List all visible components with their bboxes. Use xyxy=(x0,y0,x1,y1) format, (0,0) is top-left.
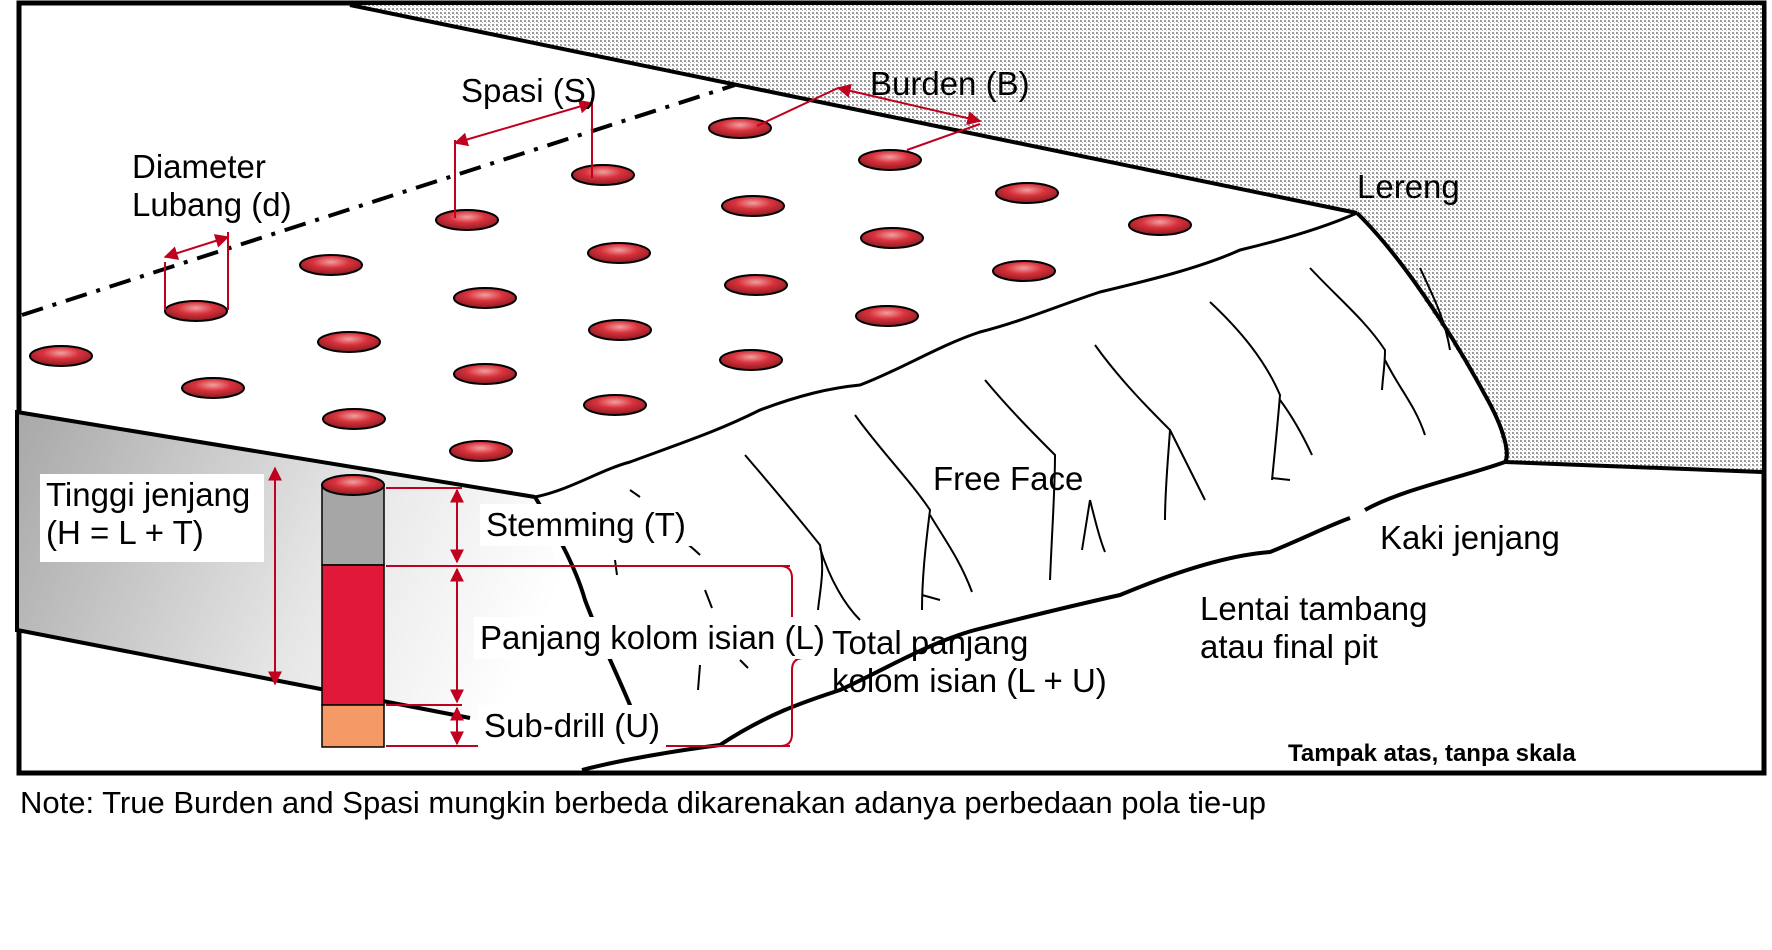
charge-section xyxy=(321,564,385,706)
stemming-section xyxy=(321,484,385,566)
blast-hole xyxy=(855,305,919,327)
blast-hole xyxy=(995,182,1059,204)
slope-crest-line xyxy=(1355,211,1763,474)
bench-bottom-edge xyxy=(16,628,471,720)
blast-hole xyxy=(858,149,922,171)
label-panjang-kolom: Panjang kolom isian (L) xyxy=(474,617,831,659)
blast-hole xyxy=(724,274,788,296)
blast-hole xyxy=(453,363,517,385)
dash-dot-line xyxy=(21,83,736,317)
blast-hole xyxy=(571,164,635,186)
label-tinggi-jenjang: Tinggi jenjang (H = L + T) xyxy=(40,474,264,562)
label-spasi: Spasi (S) xyxy=(461,72,597,109)
label-subdrill: Sub-drill (U) xyxy=(478,705,667,747)
blast-hole xyxy=(708,117,772,139)
slope-hatched-area xyxy=(350,5,1762,472)
blast-hole xyxy=(719,349,783,371)
blast-hole xyxy=(449,440,513,462)
dimension-lines xyxy=(163,84,982,310)
face-cracks xyxy=(614,267,1451,691)
blast-hole xyxy=(587,242,651,264)
blast-hole xyxy=(317,331,381,353)
label-lereng: Lereng xyxy=(1357,168,1460,205)
blast-hole xyxy=(992,260,1056,282)
free-face-outline xyxy=(534,211,1358,499)
blast-hole xyxy=(181,377,245,399)
blast-hole xyxy=(453,287,517,309)
blast-holes xyxy=(29,117,1192,462)
blast-hole xyxy=(29,345,93,367)
label-burden: Burden (B) xyxy=(870,65,1030,102)
toe-line xyxy=(581,460,1506,772)
blast-hole xyxy=(435,209,499,231)
label-stemming: Stemming (T) xyxy=(480,504,692,546)
borehole-column xyxy=(321,474,385,748)
blast-hole xyxy=(588,319,652,341)
label-lentai-tambang: Lentai tambang atau final pit xyxy=(1200,590,1428,665)
label-kaki-jenjang: Kaki jenjang xyxy=(1380,519,1560,556)
blast-hole xyxy=(1128,214,1192,236)
view-caption: Tampak atas, tanpa skala xyxy=(1288,740,1576,767)
label-diameter: Diameter Lubang (d) xyxy=(132,148,292,223)
subdrill-section xyxy=(321,704,385,748)
blast-hole xyxy=(721,195,785,217)
label-total-panjang: Total panjang kolom isian (L + U) xyxy=(832,624,1107,699)
blast-hole xyxy=(860,227,924,249)
footnote: Note: True Burden and Spasi mungkin berb… xyxy=(20,785,1267,820)
blast-hole xyxy=(322,408,386,430)
blast-hole xyxy=(299,254,363,276)
label-free-face: Free Face xyxy=(933,460,1084,497)
borehole-collar xyxy=(321,474,385,496)
blast-hole xyxy=(583,394,647,416)
bench-top-edge xyxy=(16,410,536,499)
blast-hole xyxy=(164,300,228,322)
